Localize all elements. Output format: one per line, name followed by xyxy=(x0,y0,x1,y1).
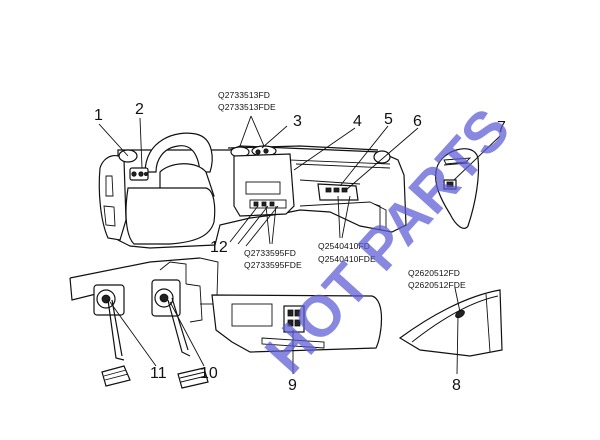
callout-3: 3 xyxy=(293,113,302,130)
dashboard-drawing xyxy=(98,132,407,249)
callout-11: 11 xyxy=(150,365,167,382)
switch-panel-drawing xyxy=(435,148,480,229)
callout-2: 2 xyxy=(135,101,144,118)
part-code-8a: Q2620512FD xyxy=(408,268,460,278)
callout-4: 4 xyxy=(353,113,362,130)
part-code-8b: Q2620512FDE xyxy=(408,280,466,290)
pedal-area-drawing xyxy=(69,257,219,389)
callout-1: 1 xyxy=(94,107,103,124)
door-pillar-drawing xyxy=(398,289,503,357)
callout-numbers: 1 2 3 4 5 6 7 8 9 10 11 12 xyxy=(94,101,506,394)
part-codes: Q2733513FD Q2733513FDE Q2733595FD Q27335… xyxy=(218,90,466,290)
callout-9: 9 xyxy=(288,377,297,394)
callout-8: 8 xyxy=(452,377,461,394)
callout-12: 12 xyxy=(210,239,228,256)
part-code-12b: Q2733595FDE xyxy=(244,260,302,270)
leader-lines xyxy=(98,115,501,375)
part-code-3b: Q2733513FDE xyxy=(218,102,276,112)
part-code-3a: Q2733513FD xyxy=(218,90,270,100)
part-code-6b: Q2540410FDE xyxy=(318,254,376,264)
callout-7: 7 xyxy=(497,119,506,136)
callout-10: 10 xyxy=(200,365,218,382)
callout-6: 6 xyxy=(413,113,422,130)
part-code-12a: Q2733595FD xyxy=(244,248,296,258)
door-trim-drawing xyxy=(211,294,383,353)
part-code-6a: Q2540410FD xyxy=(318,241,370,251)
callout-5: 5 xyxy=(384,111,393,128)
